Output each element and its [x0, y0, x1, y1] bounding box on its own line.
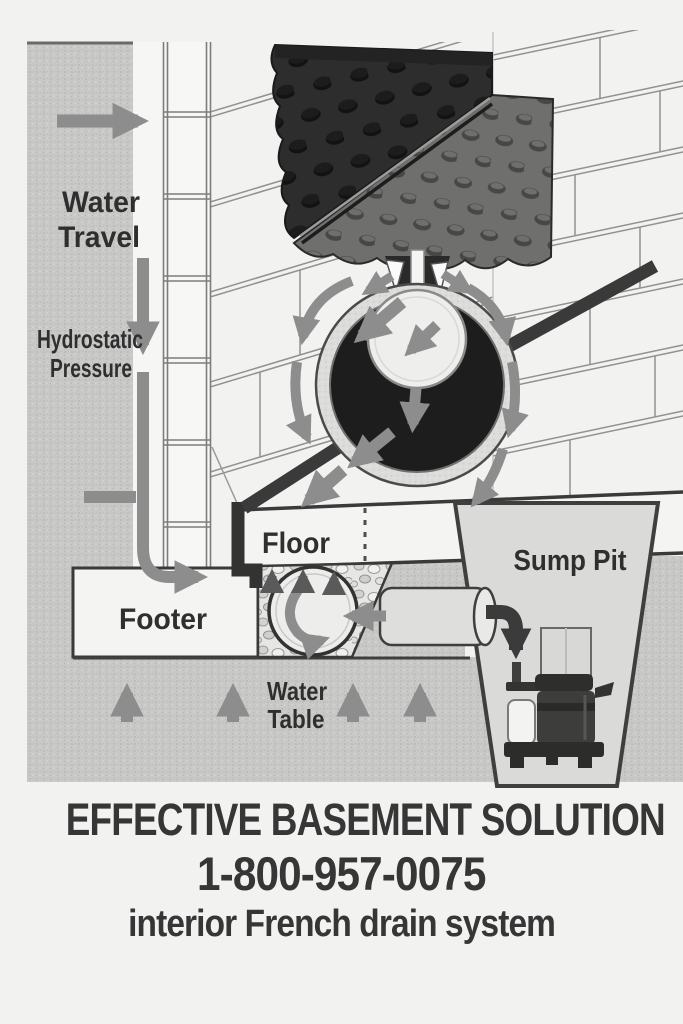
flow-arrow-curved — [470, 447, 508, 508]
brick-wall-right — [493, 30, 683, 496]
water-table-arrows — [110, 682, 437, 722]
label-hydrostatic-line2: Pressure — [50, 353, 132, 383]
soil-left-column — [27, 42, 133, 782]
flow-arrow — [399, 387, 431, 434]
discharge-pipe — [378, 586, 532, 660]
pump-float — [507, 699, 536, 745]
sump-pump — [504, 627, 614, 768]
label-water-travel-line2: Travel — [58, 221, 140, 254]
caption-block: EFFECTIVE BASEMENT SOLUTION 1-800-957-00… — [0, 794, 683, 947]
label-water-table-line1: Water — [267, 676, 327, 706]
headline-row: EFFECTIVE BASEMENT SOLUTION — [0, 794, 683, 846]
french-drain-diagram: Water Travel Hydrostatic Pressure Floor … — [27, 30, 683, 788]
headline-text: EFFECTIVE BASEMENT SOLUTION — [65, 794, 666, 845]
tagline-row: interior French drain system — [0, 901, 683, 947]
label-water-table-line2: Table — [268, 704, 325, 734]
phone-number: 1-800-957-0075 — [197, 847, 486, 900]
label-floor: Floor — [262, 527, 330, 560]
flow-arrow — [361, 270, 395, 296]
label-water-travel-line1: Water — [62, 186, 140, 219]
label-footer: Footer — [119, 603, 207, 636]
flow-arrow — [347, 427, 396, 469]
label-hydrostatic-line1: Hydrostatic — [37, 324, 143, 354]
membrane-wall-elbow — [231, 502, 263, 588]
flow-arrow-curved — [501, 361, 529, 439]
water-swirl-arrow — [285, 581, 330, 660]
phone-row: 1-800-957-0075 — [0, 846, 683, 901]
wall-base-elbow-arrow — [137, 372, 209, 594]
flow-arrow — [404, 321, 441, 357]
tagline-text: interior French drain system — [128, 903, 556, 945]
label-sump-pit: Sump Pit — [514, 545, 627, 577]
drain-pipe-small — [267, 565, 359, 660]
pipe-outlet-arrow — [486, 605, 532, 660]
flow-arrow-curved — [285, 361, 312, 445]
flow-arrow — [300, 465, 348, 508]
seepage-up-arrows — [259, 568, 347, 596]
membrane-face — [270, 43, 493, 240]
pipe-flow-arrows — [285, 269, 529, 508]
flow-arrow — [353, 297, 407, 344]
flow-arrow-curved — [292, 276, 354, 346]
sump-pit — [452, 501, 661, 788]
water-path-arrows — [57, 102, 209, 594]
drain-pipe-cross-section — [314, 282, 520, 488]
flow-arrow — [440, 269, 475, 295]
block-wall — [162, 42, 238, 568]
